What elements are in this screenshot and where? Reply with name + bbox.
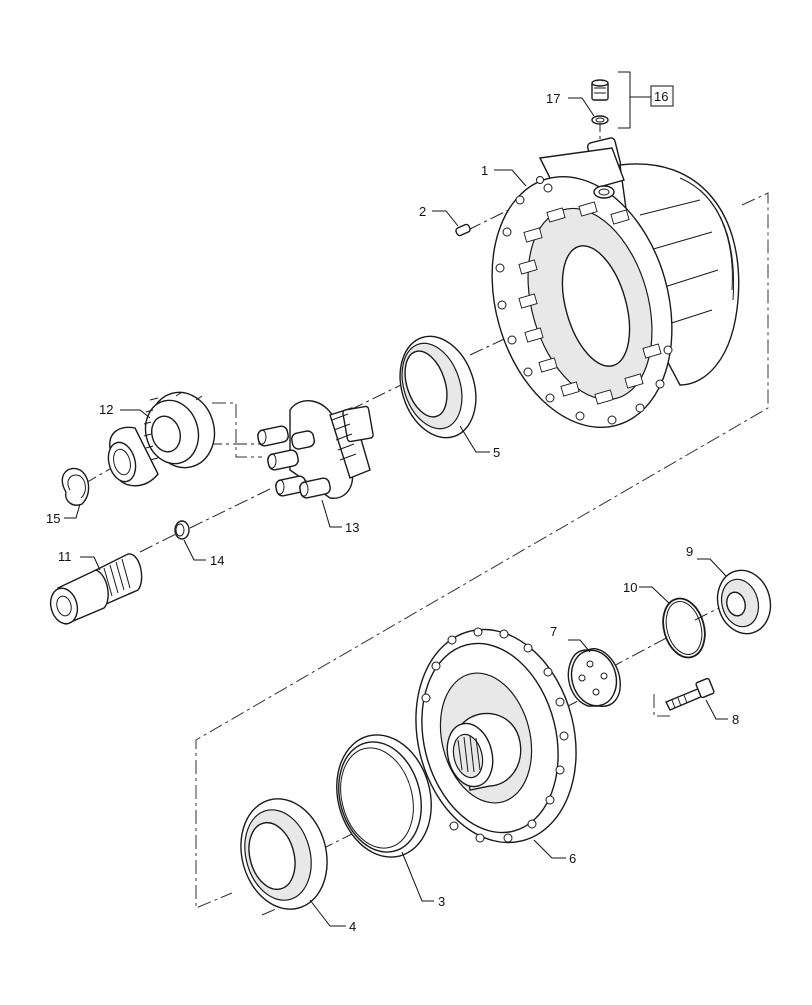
label-8: 8: [732, 712, 739, 727]
part-planet-carrier: [257, 400, 374, 499]
hub-bolt-holes: [421, 627, 569, 843]
label-17: 17: [546, 91, 560, 106]
part-plug: [455, 223, 471, 237]
label-9: 9: [686, 544, 693, 559]
label-4: 4: [349, 919, 356, 934]
label-1: 1: [481, 163, 488, 178]
kit-callout-box: 16: [650, 85, 674, 107]
kit-bracket: [618, 71, 651, 129]
label-12: 12: [99, 402, 113, 417]
callout-labels: 1 2 3 4 5 6 7 8 9 10 11 12 13 14 15 17 1…: [46, 85, 739, 934]
part-planet-gear: [107, 391, 216, 487]
part-vent-plug: [591, 79, 609, 101]
label-7: 7: [550, 624, 557, 639]
part-snap-ring: [61, 467, 90, 506]
part-washer: [591, 115, 609, 125]
part-thrust-button: [174, 520, 190, 540]
label-2: 2: [419, 204, 426, 219]
part-o-ring: [662, 597, 706, 659]
part-bearing-inner: [399, 335, 477, 439]
sun-shaft-splines: [103, 558, 131, 597]
carrier-gear-teeth: [331, 413, 357, 461]
label-13: 13: [345, 520, 359, 535]
part-thrust-plate: [567, 648, 621, 707]
housing-internal-splines: [518, 201, 662, 405]
part-bolt: [665, 677, 715, 711]
part-hub: [415, 627, 577, 844]
part-sun-shaft: [49, 553, 143, 625]
label-3: 3: [438, 894, 445, 909]
label-10: 10: [623, 580, 637, 595]
label-16: 16: [654, 89, 668, 104]
planet-gear-teeth: [143, 391, 203, 461]
label-11: 11: [58, 549, 72, 564]
part-cover: [716, 569, 772, 635]
hub-splines: [457, 735, 481, 773]
part-housing: [491, 137, 740, 429]
label-6: 6: [569, 851, 576, 866]
label-15: 15: [46, 511, 60, 526]
part-bearing-outer: [240, 798, 328, 910]
assembly-boundary-lines: [195, 192, 769, 909]
part-ring-seal: [336, 734, 432, 858]
label-5: 5: [493, 445, 500, 460]
housing-bolt-holes: [495, 183, 673, 425]
label-14: 14: [210, 553, 224, 568]
leader-lines: [64, 97, 728, 927]
